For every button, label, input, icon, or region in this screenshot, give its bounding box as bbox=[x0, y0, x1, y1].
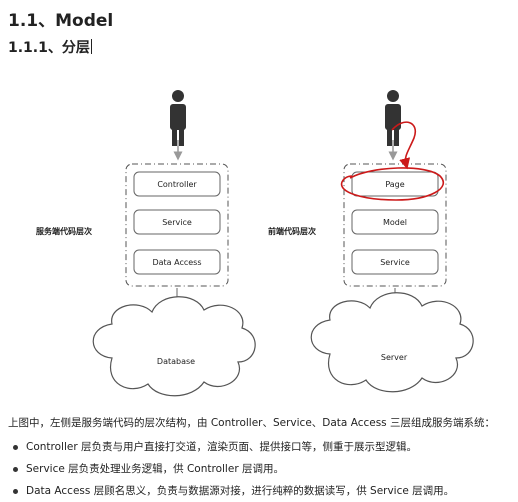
right-layer-model: Model bbox=[351, 209, 439, 235]
right-side-label: 前端代码层次 bbox=[268, 226, 316, 236]
right-layer-page: Page bbox=[351, 171, 439, 197]
right-layer-container bbox=[343, 163, 447, 287]
layered-architecture-diagram: Controller Service Data Access 服务端代码层次 D… bbox=[36, 90, 474, 397]
annotation-curve-arrow bbox=[391, 121, 417, 170]
right-cloud-server: Server bbox=[310, 292, 474, 393]
text-caret bbox=[90, 39, 92, 54]
left-person-icon bbox=[170, 90, 186, 146]
red-annotation bbox=[340, 121, 444, 201]
left-layer-controller: Controller bbox=[133, 171, 221, 197]
svg-text:Service: Service bbox=[380, 258, 410, 267]
bullet-icon bbox=[13, 445, 18, 450]
left-cloud-database: Database bbox=[92, 296, 256, 397]
svg-text:Server: Server bbox=[381, 353, 408, 362]
left-layer-container bbox=[125, 163, 229, 287]
right-person-icon bbox=[385, 90, 401, 146]
page-title: 1.1、Model bbox=[8, 11, 114, 31]
left-layer-service: Service bbox=[133, 209, 221, 235]
description-paragraph: 上图中，左侧是服务端代码的层次结构，由 Controller、Service、D… bbox=[8, 417, 495, 429]
svg-text:Database: Database bbox=[157, 357, 195, 366]
bullet-icon bbox=[13, 489, 18, 494]
section-title: 1.1.1、分层 bbox=[8, 39, 92, 56]
svg-text:Data Access: Data Access bbox=[152, 258, 201, 267]
list-item: Service 层负责处理业务逻辑，供 Controller 层调用。 bbox=[8, 458, 454, 480]
bullet-icon bbox=[13, 467, 18, 472]
left-side-label: 服务端代码层次 bbox=[36, 226, 92, 236]
svg-text:Controller: Controller bbox=[157, 180, 197, 189]
annotation-ellipse bbox=[340, 167, 444, 201]
list-item: Controller 层负责与用户直接打交道，渲染页面、提供接口等，侧重于展示型… bbox=[8, 436, 454, 458]
layer-description-list: Controller 层负责与用户直接打交道，渲染页面、提供接口等，侧重于展示型… bbox=[8, 436, 454, 502]
right-layer-service: Service bbox=[351, 249, 439, 275]
left-layer-data-access: Data Access bbox=[133, 249, 221, 275]
svg-text:Service: Service bbox=[162, 218, 192, 227]
list-item: Data Access 层顾名思义，负责与数据源对接，进行纯粹的数据读写，供 S… bbox=[8, 480, 454, 502]
svg-text:Model: Model bbox=[383, 218, 407, 227]
svg-text:Page: Page bbox=[385, 180, 404, 189]
